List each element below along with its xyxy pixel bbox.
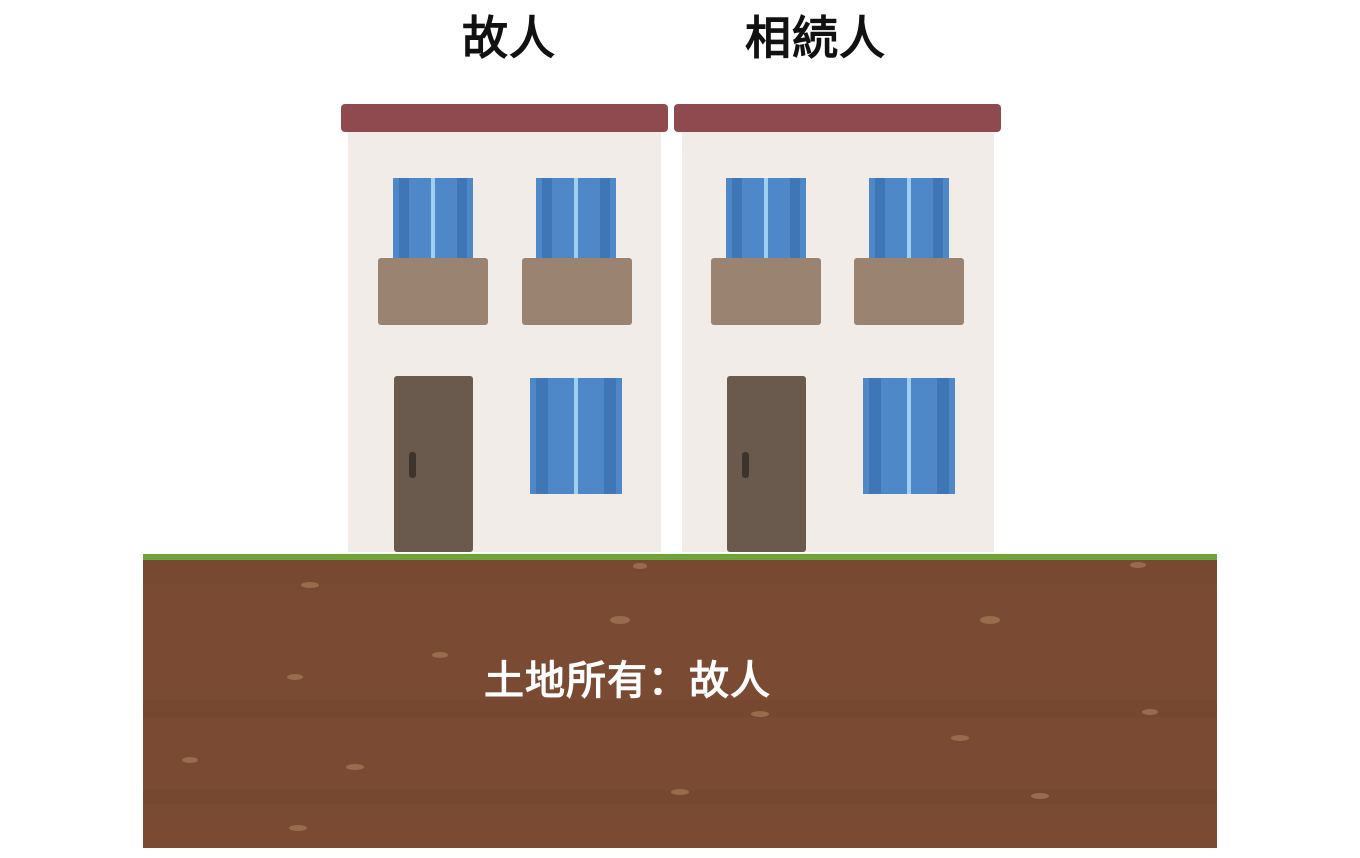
house-icon	[341, 104, 668, 552]
deceased-label: 故人	[462, 11, 556, 65]
window-icon	[530, 378, 622, 494]
window-icon	[869, 178, 949, 262]
window-icon	[393, 178, 473, 262]
heir-label: 相続人	[745, 11, 886, 65]
balcony-icon	[711, 258, 821, 325]
house-icon	[674, 104, 1001, 552]
door-icon	[727, 376, 806, 552]
window-icon	[863, 378, 955, 494]
balcony-icon	[522, 258, 632, 325]
window-icon	[536, 178, 616, 262]
land-block	[143, 554, 1217, 848]
balcony-icon	[378, 258, 488, 325]
window-icon	[726, 178, 806, 262]
balcony-icon	[854, 258, 964, 325]
land-ownership-label: 土地所有：故人	[484, 658, 771, 704]
door-icon	[394, 376, 473, 552]
